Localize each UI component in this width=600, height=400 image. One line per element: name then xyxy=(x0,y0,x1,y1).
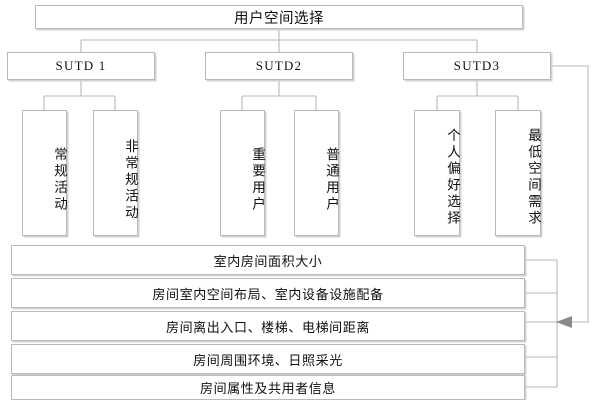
attribute-row-1[interactable]: 室内房间面积大小 xyxy=(11,245,525,275)
node-sutd2-child-1-label: 重要用户 xyxy=(250,147,265,213)
attribute-row-4-label: 房间周围环境、日照采光 xyxy=(193,352,343,368)
node-root-label: 用户空间选择 xyxy=(234,10,324,27)
attribute-row-1-label: 室内房间面积大小 xyxy=(213,253,323,269)
node-sutd-1-label: SUTD 1 xyxy=(55,58,107,73)
node-sutd1-child-2-label: 非常规活动 xyxy=(123,138,138,222)
attribute-row-4[interactable]: 房间周围环境、日照采光 xyxy=(11,344,525,374)
attribute-row-5-label: 房间属性及共用者信息 xyxy=(199,381,336,396)
node-sutd3-child-1-label: 个人偏好选择 xyxy=(445,127,460,227)
node-sutd-3-label: SUTD3 xyxy=(453,58,501,73)
attribute-row-2[interactable]: 房间室内空间布局、室内设备设施配备 xyxy=(11,278,525,308)
node-sutd3-child-1[interactable]: 个人偏好选择 xyxy=(414,110,460,236)
node-sutd1-child-1-label: 常规活动 xyxy=(52,147,67,213)
attribute-row-3[interactable]: 房间离出入口、楼梯、电梯间距离 xyxy=(11,311,525,341)
attribute-row-3-label: 房间离出入口、楼梯、电梯间距离 xyxy=(165,319,370,335)
node-sutd2-child-2-label: 普通用户 xyxy=(324,147,339,213)
node-sutd-2[interactable]: SUTD2 xyxy=(205,52,353,80)
node-sutd-2-label: SUTD2 xyxy=(255,58,303,73)
edge-sutd3-feedback xyxy=(551,65,589,323)
node-sutd1-child-1[interactable]: 常规活动 xyxy=(22,110,67,236)
feedback-arrowhead xyxy=(556,316,572,328)
node-sutd-3[interactable]: SUTD3 xyxy=(403,52,551,80)
node-root[interactable]: 用户空间选择 xyxy=(35,5,523,29)
node-sutd2-child-2[interactable]: 普通用户 xyxy=(294,110,339,236)
node-sutd3-child-2[interactable]: 最低空间需求 xyxy=(495,110,541,236)
node-sutd2-child-1[interactable]: 重要用户 xyxy=(220,110,265,236)
attribute-row-5[interactable]: 房间属性及共用者信息 xyxy=(11,375,525,400)
node-sutd1-child-2[interactable]: 非常规活动 xyxy=(93,110,138,236)
node-sutd3-child-2-label: 最低空间需求 xyxy=(526,127,541,227)
node-sutd-1[interactable]: SUTD 1 xyxy=(7,52,155,80)
attribute-row-2-label: 房间室内空间布局、室内设备设施配备 xyxy=(152,286,384,302)
